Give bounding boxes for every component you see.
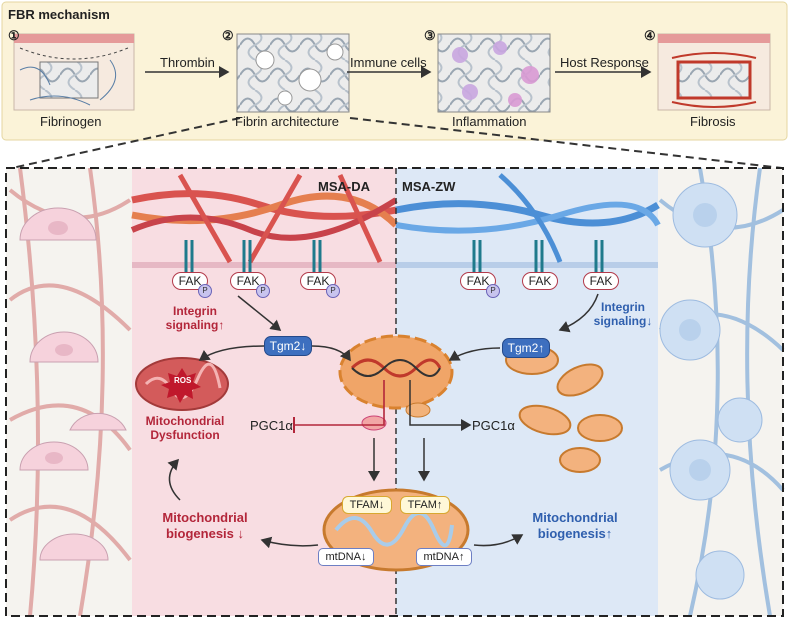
fibrosis-illustration: [657, 33, 771, 111]
fak-right-3: FAK: [583, 272, 619, 290]
step-4-label: Fibrosis: [690, 114, 736, 129]
dna-helix: [350, 358, 442, 378]
zoom-line-right: [349, 117, 783, 169]
arrow-nucleus-to-pgc-right: [409, 380, 472, 431]
phospho-left-1: P: [198, 284, 212, 298]
integrin-receptors: [184, 240, 604, 272]
phospho-right-1: P: [486, 284, 500, 298]
fibrinogen-illustration: [13, 33, 135, 111]
arrow-label-immune-cells: Immune cells: [350, 55, 427, 70]
pgc1a-left-label: PGC1α: [250, 418, 293, 433]
arrow-fak-to-tgm2-right: [558, 293, 599, 333]
fibrin-architecture-illustration: [236, 33, 350, 113]
header-panel: [1, 1, 788, 141]
step-2-number: ②: [222, 28, 234, 43]
inflammation-illustration: [437, 33, 551, 113]
step-2-label: Fibrin architecture: [235, 114, 340, 129]
pgc1a-right-label: PGC1α: [472, 418, 515, 433]
step-1-label: Fibrinogen: [40, 114, 102, 129]
mitochondrial-biogenesis-down-label: Mitochondrial biogenesis ↓: [162, 510, 248, 541]
arrow-biogenesis-to-dysfunction: [167, 458, 181, 501]
integrin-signaling-up-label: Integrin signaling↑: [165, 304, 225, 332]
arrow-tgm2-to-nucleus-right: [448, 347, 501, 361]
arrow-tgm2-to-nucleus-left: [311, 345, 351, 362]
right-membrane: [396, 262, 658, 268]
step-4-number: ④: [644, 28, 656, 43]
nucleus: [338, 334, 454, 410]
mtdna-up-badge: mtDNA↑: [416, 548, 472, 566]
arrow-tgm2-to-mito-dys: [198, 345, 265, 361]
header-title: FBR mechanism: [8, 7, 110, 22]
right-fibrin-fibers: [395, 173, 661, 263]
arrow-mito-to-biogenesis-left: [260, 536, 319, 549]
left-fibrin-fibers: [130, 173, 399, 264]
tgm2-up-pill: Tgm2↑: [502, 338, 550, 358]
mtdna-down-badge: mtDNA↓: [318, 548, 374, 566]
dna-helix-strand: [351, 359, 441, 377]
mitochondrial-dysfunction-label: Mitochondrial Dysfunction: [145, 414, 225, 442]
arrow-label-thrombin: Thrombin: [160, 55, 215, 70]
step-3-number: ③: [424, 28, 436, 43]
tgm2-down-pill: Tgm2↓: [264, 336, 312, 356]
phospho-left-2: P: [256, 284, 270, 298]
ros-label: ROS: [174, 376, 192, 385]
lower-panel-dashed-border: [5, 167, 784, 617]
small-mitochondrion-right: [405, 402, 431, 418]
tfam-down-badge: TFAM↓: [342, 496, 392, 514]
ros-star-icon: [161, 368, 201, 403]
arrow-mito-to-biogenesis-right: [473, 534, 524, 547]
integrin-signaling-down-label: Integrin signaling↓: [593, 300, 653, 328]
right-tissue-illustration: [658, 167, 785, 617]
left-membrane: [132, 262, 396, 268]
left-tissue-illustration: [8, 167, 132, 617]
step-3-label: Inflammation: [452, 114, 527, 129]
right-condition-title: MSA-ZW: [402, 179, 456, 194]
small-mitochondrion-left: [361, 415, 387, 431]
arrow-fak-to-tgm2-left: [237, 295, 282, 331]
mitochondrial-biogenesis-up-label: Mitochondrial biogenesis↑: [532, 510, 618, 541]
fak-left-2: FAK: [230, 272, 266, 290]
arrow-label-host-response: Host Response: [560, 55, 649, 70]
step-1-number: ①: [8, 28, 20, 43]
fak-right-2: FAK: [522, 272, 558, 290]
left-condition-title: MSA-DA: [318, 179, 370, 194]
tfam-up-badge: TFAM↑: [400, 496, 450, 514]
phospho-left-3: P: [326, 284, 340, 298]
inhibition-pgc-left: [294, 380, 385, 426]
